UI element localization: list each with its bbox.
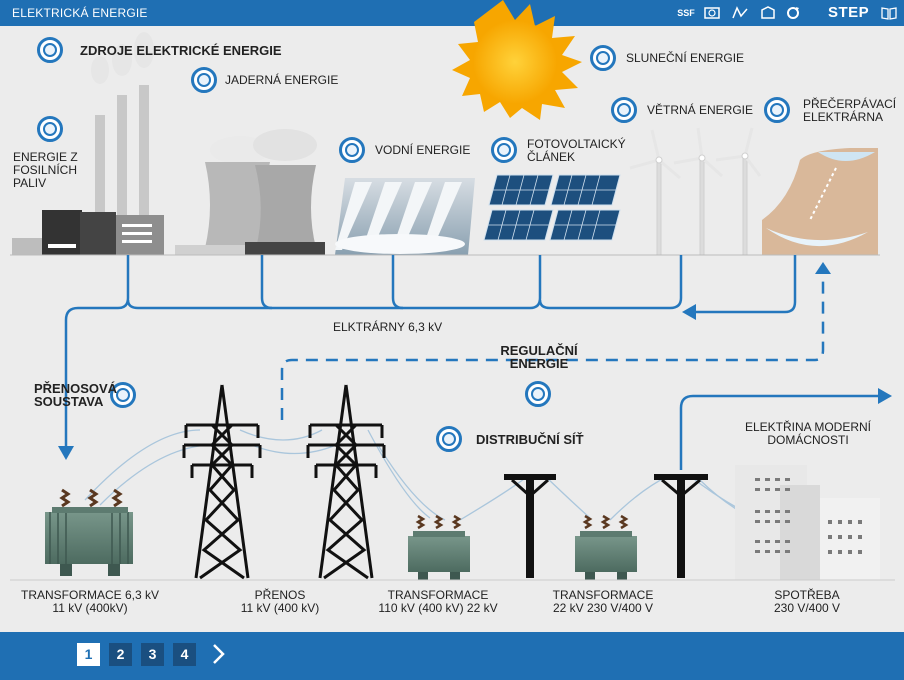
hotspot-wind[interactable] bbox=[611, 97, 637, 123]
brand-logo: STEP bbox=[828, 4, 870, 21]
hotspot-regulation[interactable] bbox=[525, 381, 551, 407]
hotspot-fossil[interactable] bbox=[37, 116, 63, 142]
top-bar: ELEKTRICKÁ ENERGIE SSF STEP bbox=[0, 0, 904, 26]
stage-title: SPOTŘEBA bbox=[774, 588, 840, 602]
pumped-storage-plant bbox=[762, 148, 878, 255]
solar-panels bbox=[483, 174, 621, 241]
pylon-2 bbox=[306, 384, 386, 580]
hydro-label: VODNÍ ENERGIE bbox=[375, 143, 471, 157]
stage-caption: PŘENOS 11 kV (400 kV) bbox=[220, 589, 340, 615]
bottom-bar: 1 2 3 4 bbox=[0, 632, 904, 680]
stage-caption: TRANSFORMACE 22 kV 230 V/400 V bbox=[540, 589, 666, 615]
pylon-1 bbox=[182, 384, 262, 580]
hotspot-distribution[interactable] bbox=[436, 426, 462, 452]
stage-value: 11 kV (400 kV) bbox=[240, 601, 320, 615]
stage-title: PŘENOS bbox=[254, 588, 306, 602]
refresh-icon[interactable] bbox=[784, 5, 802, 21]
page-button-4[interactable]: 4 bbox=[173, 643, 196, 666]
regulation-label: REGULAČNÍ ENERGIE bbox=[500, 343, 578, 371]
transformer-3 bbox=[575, 514, 637, 580]
app-title: ELEKTRICKÁ ENERGIE bbox=[12, 6, 148, 20]
plants-voltage-label: ELKTRÁRNY 6,3 kV bbox=[333, 320, 443, 334]
hydro-plant bbox=[335, 178, 475, 255]
stage-value: 11 kV (400kV) bbox=[52, 601, 128, 615]
arrow-up-icon bbox=[815, 262, 831, 274]
transformer-1 bbox=[45, 488, 133, 576]
regulation-loop bbox=[280, 280, 825, 420]
stage-value: 110 kV (400 kV) 22 kV bbox=[378, 601, 498, 615]
utility-pole-1 bbox=[504, 474, 556, 578]
nuclear-label: JADERNÁ ENERGIE bbox=[225, 73, 339, 87]
stage-title: TRANSFORMACE bbox=[552, 588, 654, 602]
buildings bbox=[735, 465, 880, 580]
energy-diagram bbox=[10, 0, 895, 581]
hotspot-pv[interactable] bbox=[491, 137, 517, 163]
pumped-label: PŘEČERPÁVACÍ ELEKTRÁRNA bbox=[803, 97, 897, 124]
stage-caption: TRANSFORMACE 110 kV (400 kV) 22 kV bbox=[370, 589, 506, 615]
distribution-label: DISTRIBUČNÍ SÍŤ bbox=[476, 432, 584, 447]
solar-label: SLUNEČNÍ ENERGIE bbox=[626, 51, 745, 65]
arrow-down-icon bbox=[58, 446, 74, 460]
layers-icon[interactable] bbox=[759, 5, 777, 21]
page-button-2[interactable]: 2 bbox=[109, 643, 132, 666]
stage-caption: SPOTŘEBA 230 V/400 V bbox=[752, 589, 862, 615]
transformer-2 bbox=[408, 514, 470, 580]
sun-icon bbox=[452, 0, 582, 120]
nuclear-plant bbox=[175, 129, 325, 255]
logo-icon[interactable]: SSF bbox=[677, 8, 695, 18]
hotspot-nuclear[interactable] bbox=[191, 67, 217, 93]
stage-title: TRANSFORMACE bbox=[387, 588, 489, 602]
page-button-3[interactable]: 3 bbox=[141, 643, 164, 666]
collector-line bbox=[64, 255, 797, 448]
hotspot-sources[interactable] bbox=[37, 37, 63, 63]
fossil-label: ENERGIE Z FOSILNÍCH PALIV bbox=[13, 150, 78, 190]
hotspot-pumped[interactable] bbox=[764, 97, 790, 123]
transmission-label: PŘENOSOVÁ SOUSTAVA bbox=[34, 381, 118, 409]
stage-title: TRANSFORMACE 6,3 kV bbox=[20, 588, 160, 602]
utility-pole-2 bbox=[654, 474, 708, 578]
fossil-plant bbox=[12, 32, 164, 255]
stage-caption: TRANSFORMACE 6,3 kV 11 kV (400kV) bbox=[10, 589, 170, 615]
households-label: ELEKTŘINA MODERNÍ DOMÁCNOSTI bbox=[744, 420, 872, 447]
book-icon[interactable] bbox=[880, 5, 898, 21]
hotspot-transmission[interactable] bbox=[110, 382, 136, 408]
wind-turbines bbox=[629, 127, 762, 256]
sources-title: ZDROJE ELEKTRICKÉ ENERGIE bbox=[80, 43, 282, 58]
measure-icon[interactable] bbox=[731, 5, 749, 21]
window-icon[interactable] bbox=[703, 5, 721, 21]
stage-value: 22 kV 230 V/400 V bbox=[552, 601, 654, 615]
hotspot-solar[interactable] bbox=[590, 45, 616, 71]
pv-label: FOTOVOLTAICKÝ ČLÁNEK bbox=[527, 137, 626, 164]
chevron-right-icon bbox=[213, 644, 225, 664]
stage-value: 230 V/400 V bbox=[773, 601, 841, 615]
hotspot-hydro[interactable] bbox=[339, 137, 365, 163]
next-page-button[interactable] bbox=[208, 640, 230, 668]
arrow-right-icon bbox=[878, 388, 892, 404]
page-button-1[interactable]: 1 bbox=[77, 643, 100, 666]
wind-label: VĚTRNÁ ENERGIE bbox=[647, 103, 754, 117]
arrow-left-icon bbox=[682, 304, 696, 320]
